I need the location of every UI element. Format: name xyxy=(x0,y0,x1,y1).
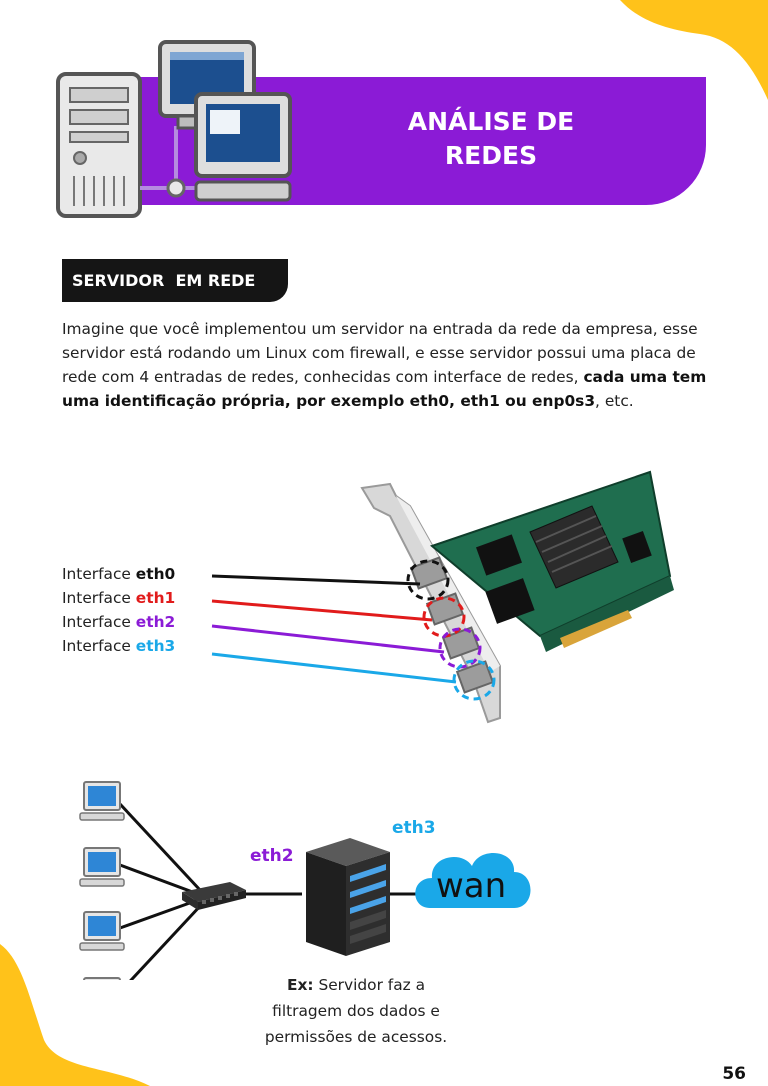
interface-label-eth2: Interface eth2 xyxy=(62,613,176,631)
switch-icon xyxy=(182,882,246,910)
yellow-blob-bottom-left xyxy=(0,944,150,1086)
diagram-caption: Ex: Servidor faz a filtragem dos dados e… xyxy=(264,976,448,1046)
line-eth2 xyxy=(211,624,445,654)
page-number: 56 xyxy=(722,1064,746,1084)
yellow-blob-top-right xyxy=(620,0,768,100)
intro-bold-text: cada uma tem uma identificação própria, … xyxy=(62,368,707,410)
title-line-1: ANÁLISE DE xyxy=(407,107,575,136)
computer-icon-1 xyxy=(79,781,125,821)
cloud-icon xyxy=(415,853,531,908)
computer-icon-3 xyxy=(79,911,125,951)
computer-icon-4 xyxy=(83,977,121,980)
network-topology-diagram xyxy=(79,781,531,980)
diagram-eth3-label: eth3 xyxy=(392,818,436,838)
interface-label-eth0: Interface eth0 xyxy=(62,565,176,583)
cloud-label: wan xyxy=(436,866,507,906)
network-computers-icon xyxy=(56,40,292,218)
section-heading: SERVIDOR EM REDE xyxy=(62,259,288,302)
page-title: ANÁLISE DE REDES xyxy=(360,105,622,173)
computer-icon-2 xyxy=(79,847,125,887)
diagram-eth2-label: eth2 xyxy=(250,846,294,866)
interface-label-eth1: Interface eth1 xyxy=(62,589,176,607)
interface-label-eth3: Interface eth3 xyxy=(62,637,176,655)
line-eth3 xyxy=(211,652,457,684)
intro-tail: , etc. xyxy=(595,392,634,410)
line-eth1 xyxy=(211,599,433,622)
intro-text: Imagine que você implementou um servidor… xyxy=(62,320,698,386)
network-card-image xyxy=(360,470,674,724)
title-line-2: REDES xyxy=(444,141,538,170)
server-icon xyxy=(306,838,390,956)
intro-paragraph: Imagine que você implementou um servidor… xyxy=(62,317,732,413)
line-eth0 xyxy=(211,574,421,586)
